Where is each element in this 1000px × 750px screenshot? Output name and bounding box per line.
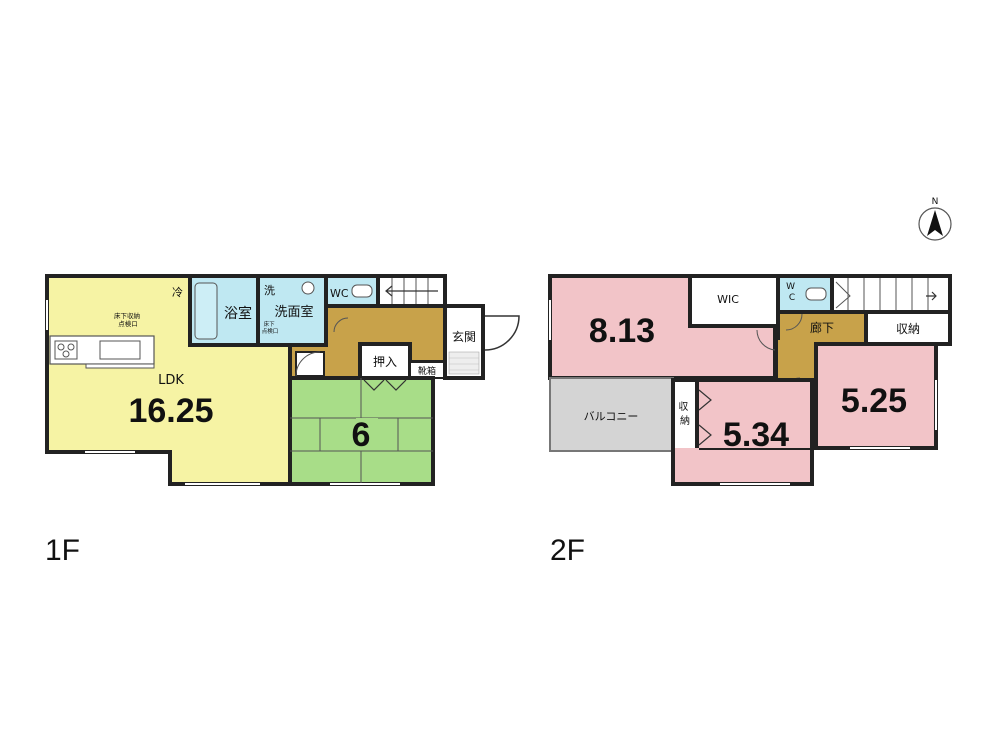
north-arrow-icon bbox=[927, 210, 943, 236]
storage-side-line-2: 納 bbox=[680, 414, 690, 427]
wic-label: WIC bbox=[717, 293, 739, 306]
washroom-note-line-2: 点検口 bbox=[262, 327, 279, 335]
compass: N bbox=[918, 197, 952, 241]
walk-in-closet bbox=[688, 274, 780, 328]
ldk-size: 16.25 bbox=[128, 392, 213, 430]
shoe-box-label: 靴箱 bbox=[418, 365, 436, 377]
bedroom-5-25 bbox=[814, 342, 938, 450]
balcony-label: バルコニー bbox=[584, 410, 639, 423]
floor-label-2f: 2F bbox=[550, 534, 585, 567]
sink-icon bbox=[99, 340, 141, 360]
stairs-arrow-icon bbox=[385, 285, 438, 297]
stairs-arrow-icon-2f bbox=[926, 291, 937, 301]
ldk-label: LDK bbox=[158, 373, 184, 388]
ldk-note-line-1: 床下収納 bbox=[114, 311, 140, 320]
second-floor-plan: 8.13 WIC W C 廊下 収納 bbox=[548, 274, 952, 486]
wc2-line-2: C bbox=[789, 293, 795, 303]
wc-label-1f: WC bbox=[330, 287, 349, 300]
wc-label-2f: W C bbox=[786, 282, 798, 303]
toilet-icon-2f bbox=[805, 287, 827, 301]
storage-side bbox=[671, 378, 699, 452]
washitsu-size: 6 bbox=[352, 416, 371, 454]
bedroom-5-34-size: 5.34 bbox=[723, 416, 789, 454]
washbasin-icon bbox=[301, 281, 315, 295]
ldk-underfloor-note: 床下収納 点検口 bbox=[114, 311, 142, 328]
bedroom-5-25-size: 5.25 bbox=[841, 382, 907, 420]
bathroom-label: 浴室 bbox=[224, 305, 252, 322]
toilet-icon bbox=[351, 284, 373, 298]
bedroom-8-13-size: 8.13 bbox=[589, 312, 655, 350]
washroom-note-line-1: 床下 bbox=[264, 320, 276, 328]
washer-label: 洗 bbox=[264, 284, 275, 297]
stairs-2f bbox=[830, 274, 952, 314]
first-floor-plan: 冷 床下収納 点検口 LDK 16.25 浴室 洗 洗面室 床下 点検口 WC bbox=[45, 274, 520, 486]
fridge-label: 冷 bbox=[172, 286, 183, 299]
storage-side-label: 収 納 bbox=[678, 401, 691, 427]
oshiire-label: 押入 bbox=[373, 355, 397, 369]
wc2-line-1: W bbox=[786, 282, 795, 292]
washroom-label: 洗面室 bbox=[274, 304, 313, 320]
front-door-swing bbox=[484, 315, 520, 351]
compass-north-label: N bbox=[932, 197, 939, 207]
storage-side-line-1: 収 bbox=[678, 401, 688, 413]
hallway-2f-label: 廊下 bbox=[810, 320, 834, 335]
balcony bbox=[549, 377, 674, 452]
washroom bbox=[256, 274, 328, 347]
floor-label-1f: 1F bbox=[45, 534, 80, 567]
ldk-note-line-2: 点検口 bbox=[118, 319, 138, 328]
hall-opening bbox=[295, 351, 325, 377]
washroom-note: 床下 点検口 bbox=[262, 320, 279, 335]
stove-icon bbox=[54, 340, 78, 360]
entrance-label: 玄関 bbox=[452, 329, 476, 344]
storage-top-label: 収納 bbox=[896, 322, 920, 336]
bathtub-icon bbox=[194, 282, 218, 340]
